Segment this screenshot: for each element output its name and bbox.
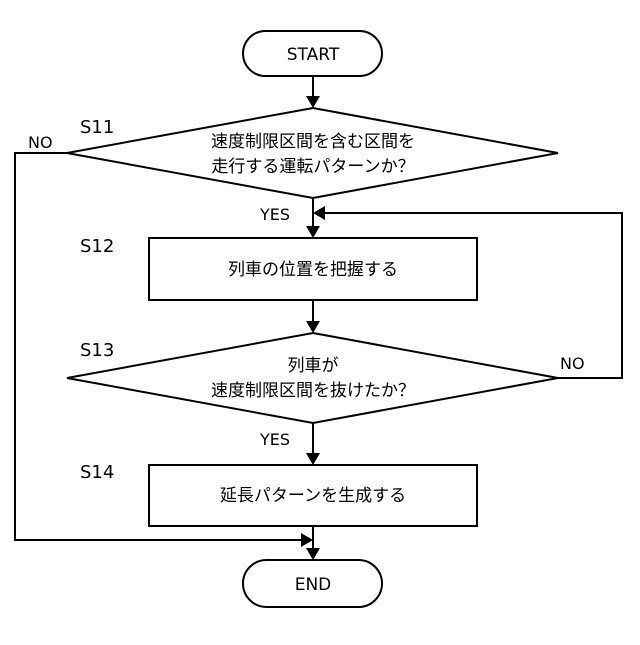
start-label: START [287,45,340,65]
s12-label: 列車の位置を把握する [228,260,398,280]
arrowhead-no-merge [301,533,313,547]
s13-decision [67,333,558,423]
arrowhead-s11-in [306,96,320,108]
s11-text-line2: 走行する運転パターンか？ [211,157,414,177]
s13-text-line2: 速度制限区間を抜けたか？ [211,381,415,401]
step-label-s12: S12 [80,236,114,257]
step-label-s13: S13 [80,340,114,361]
step-label-s11: S11 [80,117,114,138]
arrowhead-end-in [306,548,320,560]
step-label-s14: S14 [80,462,114,483]
end-label: END [295,575,332,595]
s11-yes-label: YES [259,205,290,224]
arrowhead-s12-in [306,226,320,238]
s11-text-line1: 速度制限区間を含む区間を [211,132,415,152]
s14-label: 延長パターンを生成する [220,486,406,506]
s11-no-label: NO [28,133,53,152]
s13-no-label: NO [560,354,585,373]
s11-decision [67,108,558,198]
s13-yes-label: YES [259,430,290,449]
arrowhead-s14-in [306,453,320,465]
s13-text-line1: 列車が [288,356,339,376]
arrowhead-s13-in [306,321,320,333]
arrowhead-loop-in [313,206,325,220]
